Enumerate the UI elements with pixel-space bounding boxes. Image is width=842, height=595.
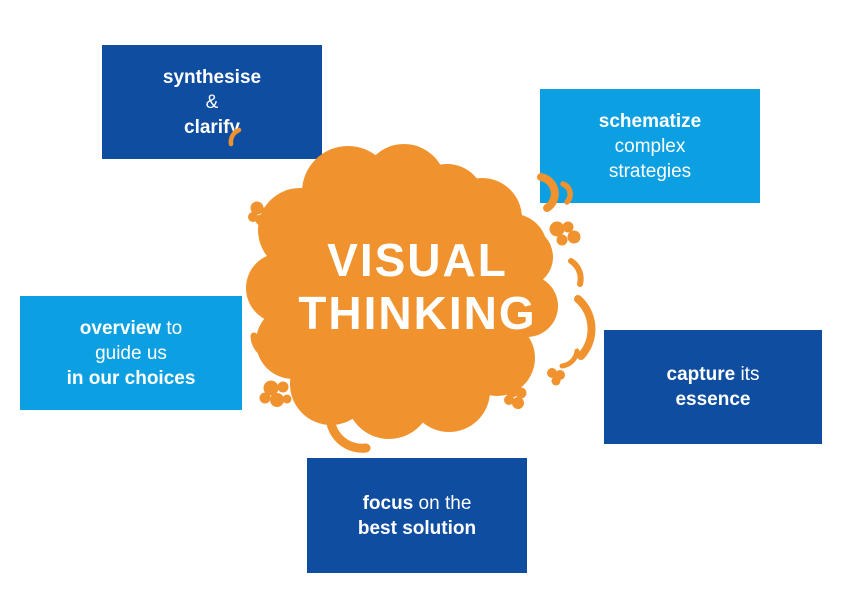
sparkle-cluster-bottom-right: [504, 384, 527, 409]
title-line-1: VISUAL: [327, 234, 508, 286]
label-line: essence: [675, 387, 750, 412]
label-box-schematize-strategies: schematize complex strategies: [540, 89, 760, 203]
arc-bottom-left: [325, 404, 371, 453]
sparkle-cluster-upper-left: [248, 201, 271, 226]
arc-left-mid: [250, 332, 276, 361]
label-segment: to: [161, 317, 183, 339]
label-segment: focus: [362, 492, 414, 514]
label-box-overview-choices: overview to guide us in our choices: [20, 296, 242, 410]
sparkle-cluster-left: [259, 380, 292, 407]
label-line: complex: [615, 134, 686, 159]
label-line: guide us: [95, 341, 167, 366]
label-box-focus-solution: focus on the best solution: [307, 458, 527, 573]
label-line: synthesise: [163, 65, 261, 90]
label-segment: strategies: [608, 160, 692, 182]
arc-right-big: [574, 295, 596, 360]
label-line: capture its: [667, 362, 760, 387]
label-segment: guide us: [95, 342, 167, 364]
label-segment: clarify: [184, 116, 240, 138]
label-segment: &: [205, 91, 219, 113]
label-box-capture-essence: capture its essence: [604, 330, 822, 444]
arc-right-small: [559, 348, 580, 369]
center-title: VISUAL THINKING: [280, 234, 555, 340]
label-segment: on the: [413, 492, 472, 514]
label-line: in our choices: [67, 366, 196, 391]
label-segment: synthesise: [162, 66, 262, 88]
label-line: focus on the: [363, 491, 472, 516]
label-line: overview to: [80, 316, 182, 341]
arc-top-left: [323, 152, 348, 178]
label-line: &: [206, 90, 219, 115]
cloud-shape: [246, 144, 558, 439]
label-segment: overview: [79, 317, 162, 339]
label-line: strategies: [609, 159, 691, 184]
label-segment: capture: [666, 364, 736, 385]
label-segment: its: [735, 364, 760, 385]
label-line: best solution: [358, 516, 476, 541]
label-segment: schematize: [598, 110, 702, 132]
label-line: clarify: [184, 115, 240, 140]
label-box-synthesise-clarify: synthesise & clarify: [102, 45, 322, 159]
label-segment: in our choices: [66, 367, 196, 389]
label-segment: complex: [614, 135, 686, 157]
sparkle-cluster-right: [549, 221, 581, 246]
motion-arcs: [228, 127, 596, 453]
arc-right-upper: [568, 258, 584, 287]
label-segment: best solution: [357, 517, 477, 539]
title-line-2: THINKING: [298, 287, 537, 339]
sparkle-cluster-lower-right-small: [547, 368, 565, 386]
label-segment: essence: [675, 389, 751, 410]
label-line: schematize: [599, 109, 701, 134]
